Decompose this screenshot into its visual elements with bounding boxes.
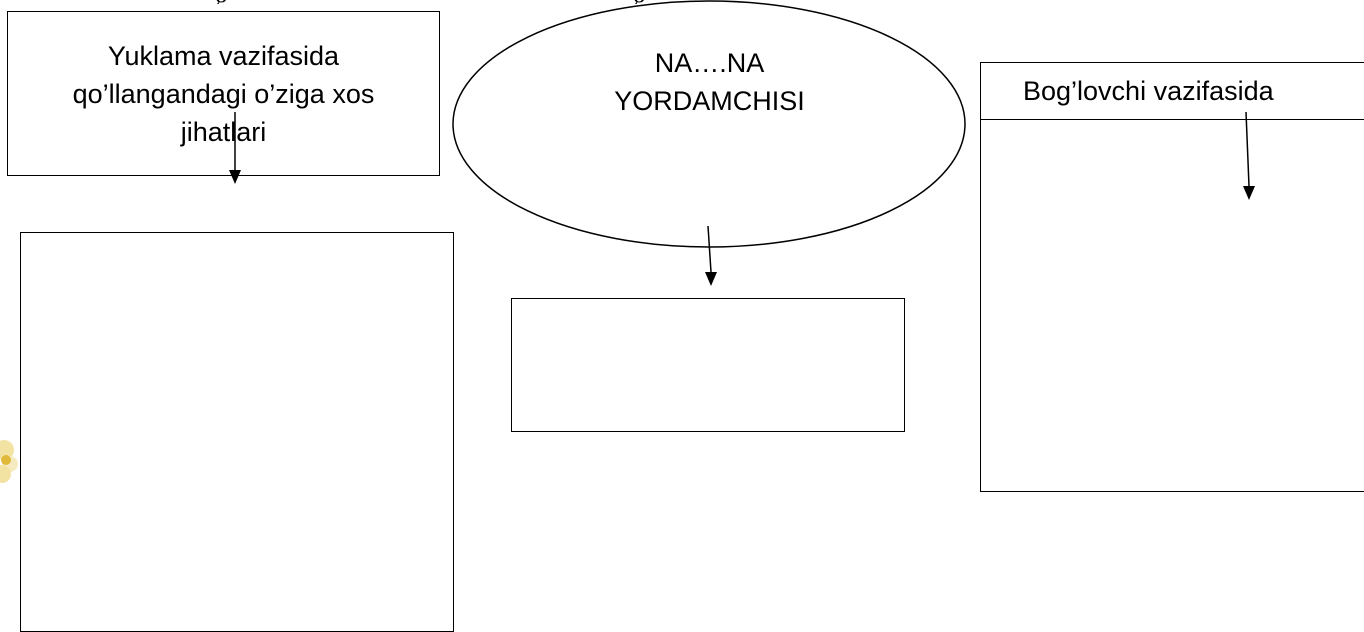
center-concept-label: NA….NA YORDAMCHISI: [614, 48, 805, 116]
clipped-glyph-2: g: [633, 0, 646, 4]
clipped-glyph-1: g: [215, 0, 228, 4]
yuklama-concept-label: Yuklama vazifasida qo’llangandagi o’ziga…: [72, 40, 375, 147]
yuklama-concept-box: Yuklama vazifasida qo’llangandagi o’ziga…: [7, 11, 440, 176]
answer-box-center[interactable]: [511, 298, 905, 432]
center-concept-ellipse: NA….NA YORDAMCHISI: [452, 0, 967, 250]
flower-decoration-icon: [0, 440, 18, 483]
answer-box-yuklama[interactable]: [20, 232, 454, 632]
clipped-top-text: g g: [215, 0, 715, 4]
ellipse-shape: [452, 0, 966, 248]
boglovchi-concept-box: Bog’lovchi vazifasida: [980, 62, 1364, 492]
boglovchi-concept-label: Bog’lovchi vazifasida: [981, 63, 1364, 120]
